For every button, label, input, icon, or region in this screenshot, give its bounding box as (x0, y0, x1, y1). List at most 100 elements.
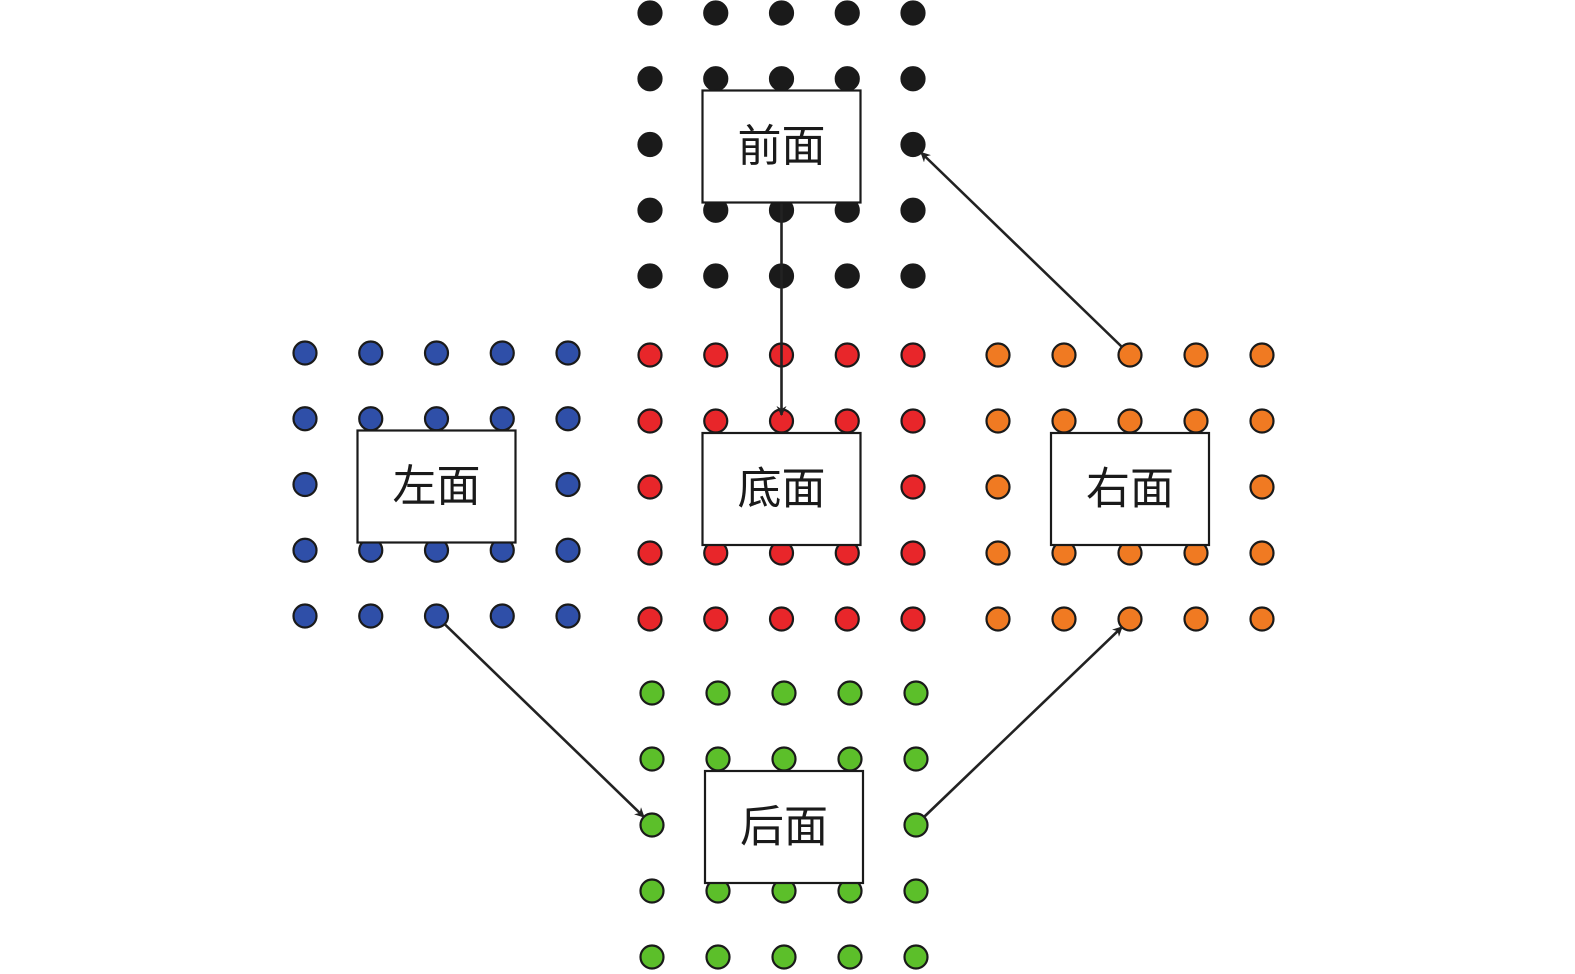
dot-left-r0c2 (423, 340, 450, 366)
dot-left-r4c3 (489, 603, 515, 629)
dot-left-r0c1 (358, 340, 384, 366)
dot-back-r1c0 (639, 746, 665, 772)
dot-bottom-r0c4 (900, 342, 926, 368)
dot-front-r4c4 (900, 263, 926, 289)
dot-front-r4c3 (834, 263, 860, 289)
dot-left-r0c3 (489, 340, 515, 366)
dot-front-r0c4 (900, 0, 926, 26)
dot-right-r1c0 (985, 408, 1011, 434)
dot-left-r2c0 (292, 471, 318, 498)
dot-back-r4c4 (903, 944, 929, 970)
dot-back-r0c3 (837, 680, 863, 706)
dot-right-r3c0 (985, 540, 1011, 566)
dot-bottom-r2c0 (637, 474, 663, 500)
dot-grids (292, 0, 1275, 970)
dot-left-r2c4 (555, 471, 581, 498)
dot-bottom-r4c0 (637, 606, 663, 632)
dot-front-r4c0 (637, 263, 663, 289)
dot-left-r3c4 (555, 537, 581, 563)
dot-front-r1c0 (637, 66, 663, 92)
dot-left-r4c4 (555, 603, 581, 629)
dot-front-r3c0 (637, 197, 663, 223)
dot-back-r1c4 (903, 746, 929, 772)
dot-right-r2c0 (985, 474, 1011, 500)
dot-left-r1c1 (358, 406, 384, 432)
dot-left-r0c0 (292, 340, 318, 366)
dot-front-r0c3 (834, 0, 860, 26)
dot-back-r1c2 (771, 746, 797, 772)
face-label-box-right (1049, 431, 1211, 547)
dot-back-r3c0 (639, 878, 665, 904)
dot-front-r1c3 (834, 66, 860, 92)
dot-bottom-r0c0 (637, 342, 663, 368)
arrow-right-to-front (920, 151, 1123, 348)
dot-front-r1c4 (900, 66, 926, 92)
dot-back-r4c3 (837, 944, 863, 970)
dot-left-r1c3 (489, 406, 515, 432)
face-left (292, 340, 581, 629)
dot-back-r4c1 (705, 944, 731, 970)
dot-back-r3c4 (903, 878, 929, 904)
dot-front-r4c1 (703, 263, 729, 289)
dot-bottom-r4c3 (834, 606, 860, 632)
dot-right-r1c4 (1249, 408, 1275, 434)
arrow-left-to-back (443, 623, 645, 818)
dot-right-r2c4 (1249, 474, 1275, 500)
dot-right-r0c4 (1249, 342, 1275, 368)
dot-right-r0c0 (985, 342, 1011, 368)
dot-right-r1c2 (1117, 408, 1143, 434)
dot-bottom-r2c4 (900, 474, 926, 500)
arrows (443, 151, 1123, 818)
dot-front-r0c1 (703, 0, 729, 26)
dot-front-r0c2 (768, 0, 795, 26)
dot-bottom-r1c4 (900, 408, 926, 434)
dot-front-r2c4 (900, 131, 926, 158)
arrow-back-to-right (923, 626, 1123, 818)
dot-bottom-r1c1 (703, 408, 729, 434)
dot-back-r2c4 (903, 812, 929, 838)
dot-bottom-r1c0 (637, 408, 663, 434)
dot-back-r0c2 (771, 680, 797, 706)
dot-bottom-r3c4 (900, 540, 926, 566)
dot-right-r4c3 (1183, 606, 1209, 632)
face-label-box-back (703, 769, 865, 885)
dot-bottom-r1c3 (834, 408, 860, 434)
dot-left-r4c2 (423, 603, 450, 629)
dot-front-r2c0 (637, 131, 663, 158)
dot-right-r1c3 (1183, 408, 1209, 434)
dot-front-r0c0 (637, 0, 663, 26)
dot-back-r4c0 (639, 944, 665, 970)
face-label-right: 右面 (1086, 464, 1174, 515)
dot-right-r0c2 (1117, 342, 1143, 368)
dot-bottom-r3c0 (637, 540, 663, 566)
dot-bottom-r4c1 (703, 606, 729, 632)
dot-left-r4c0 (292, 603, 318, 629)
dot-right-r0c3 (1183, 342, 1209, 368)
face-label-bottom: 底面 (738, 464, 826, 515)
dot-left-r1c2 (423, 406, 450, 432)
dot-back-r2c0 (639, 812, 665, 838)
dot-right-r4c4 (1249, 606, 1275, 632)
dot-back-r4c2 (771, 944, 797, 970)
dot-left-r3c0 (292, 537, 318, 563)
face-label-box-front (701, 89, 862, 204)
dot-right-r4c1 (1051, 606, 1077, 632)
dot-right-r3c4 (1249, 540, 1275, 566)
dot-back-r1c3 (837, 746, 863, 772)
dot-right-r0c1 (1051, 342, 1077, 368)
dot-left-r0c4 (555, 340, 581, 366)
dot-bottom-r0c3 (834, 342, 860, 368)
dot-right-r1c1 (1051, 408, 1077, 434)
dot-left-r1c0 (292, 406, 318, 432)
face-label-box-bottom (701, 431, 862, 547)
face-label-box-left (356, 429, 517, 544)
dot-right-r4c0 (985, 606, 1011, 632)
face-label-left: 左面 (393, 461, 481, 512)
face-label-back: 后面 (740, 802, 828, 853)
face-label-front: 前面 (738, 121, 826, 172)
dot-back-r1c1 (705, 746, 731, 772)
dot-back-r0c0 (639, 680, 665, 706)
dot-left-r1c4 (555, 406, 581, 432)
